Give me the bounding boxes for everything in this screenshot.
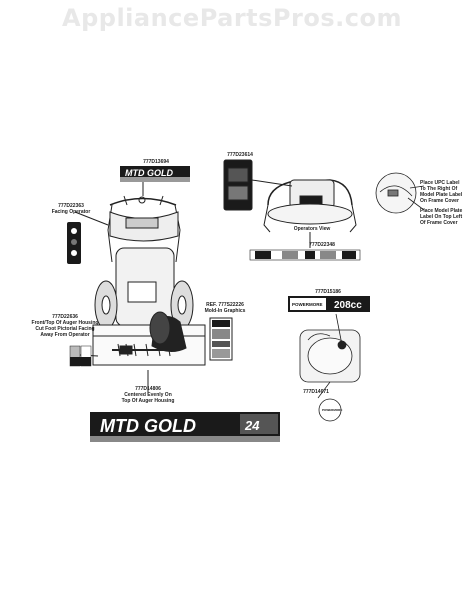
powermore-round-text: POWERMORE	[322, 408, 342, 412]
upc-label-note: Place UPC Label To The Right Of Model Pl…	[420, 180, 463, 204]
part-number: 777D14806	[135, 386, 161, 392]
part-label-777d14671: 777D14671	[303, 389, 329, 395]
part-number: 777D22363	[58, 203, 84, 209]
engine-illustration	[299, 313, 361, 399]
part-description: Centered Evenly On	[124, 392, 172, 398]
powermore-round-badge: POWERMORE	[318, 398, 342, 422]
warning-decal-left	[69, 345, 92, 367]
watermark: AppliancePartsPros.com	[62, 4, 402, 32]
part-description: Front/Top Of Auger Housing	[31, 320, 99, 326]
part-description: Facing Operator	[51, 209, 91, 215]
part-label-777d22348: 777D22348	[309, 242, 335, 248]
part-label-777s22226: REF. 777S22226 Mold-In Graphics	[200, 302, 250, 314]
part-label-777d15186: 777D15186	[315, 289, 341, 295]
mtd-gold-decal-large: MTD GOLD 24	[90, 412, 280, 442]
mtd-gold-large-text: MTD GOLD	[100, 416, 196, 436]
part-description: Mold-In Graphics	[204, 308, 246, 314]
long-control-decal-strip	[249, 249, 361, 261]
operators-view-label: Operators View	[293, 226, 331, 232]
part-description: Top Of Auger Housing	[121, 398, 175, 404]
control-decal-vertical	[67, 222, 81, 264]
snowblower-illustration	[74, 180, 206, 394]
engine-cc-text: 208cc	[334, 300, 362, 311]
part-label-777d14806: 777D14806 Centered Evenly On Top Of Auge…	[110, 386, 186, 404]
mtd-gold-decal-small: MTD GOLD	[120, 166, 190, 182]
part-description: Cut Foot Pictorial Facing	[35, 326, 95, 332]
powermore-decal: POWERMORE 208cc	[288, 296, 370, 312]
part-label-777d22363: 777D22363 Facing Operator	[46, 203, 96, 215]
mtd-gold-small-text: MTD GOLD	[125, 168, 173, 178]
dashboard-view-illustration	[223, 159, 357, 248]
part-description: Away From Operator	[40, 332, 90, 338]
part-number: REF. 777S22226	[206, 302, 244, 308]
part-label-777d22636: 777D22636 Front/Top Of Auger Housing Cut…	[20, 314, 110, 338]
size-badge-text: 24	[244, 418, 260, 433]
powermore-title-text: POWERMORE	[292, 302, 323, 307]
part-number: 777D22636	[52, 314, 78, 320]
frame-cover-detail	[375, 172, 425, 214]
part-label-777d23614: 777D23614	[227, 152, 253, 158]
part-label-777d13694: 777D13694	[143, 159, 169, 165]
safety-graphics-decal	[209, 317, 233, 361]
model-plate-note: Place Model Plate Label On Top Left Of F…	[420, 208, 463, 226]
